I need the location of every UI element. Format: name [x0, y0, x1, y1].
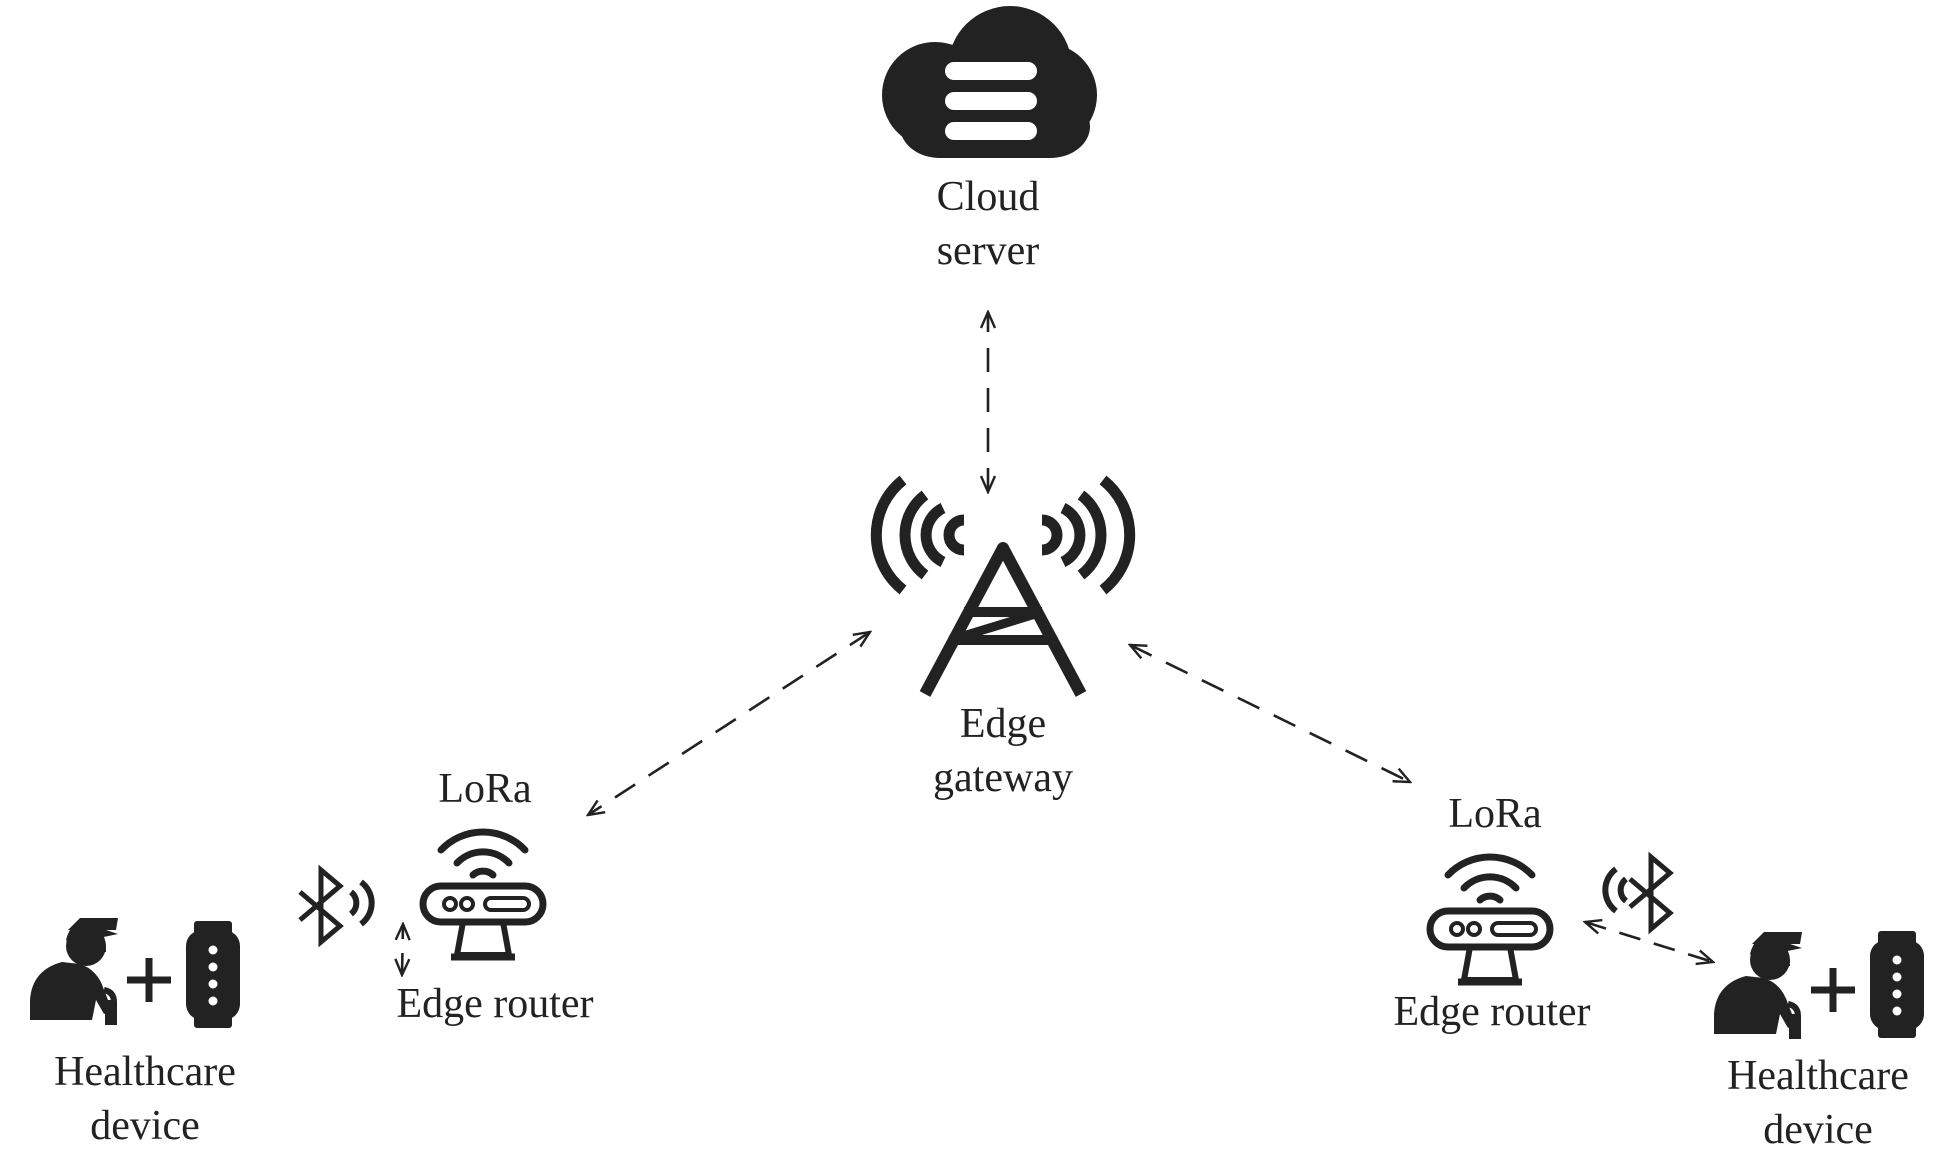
elderly-person-cane-icon [1714, 932, 1802, 1039]
wifi-router-icon [1426, 853, 1554, 986]
bluetooth-icon [1602, 851, 1674, 935]
link-gateway-router-right [1130, 645, 1410, 782]
cloud-database-icon [882, 6, 1097, 158]
smartwatch-icon [1870, 931, 1924, 1038]
bluetooth-icon [298, 864, 375, 948]
device-right-label: Healthcare device [1703, 1049, 1933, 1157]
radio-tower-icon [870, 475, 1136, 697]
plus-icon [127, 958, 171, 1002]
device-left-label-line2: device [90, 1103, 200, 1149]
link-router-left-device [402, 924, 403, 975]
router-left-protocol-label: LoRa [438, 766, 532, 812]
link-gateway-router-left [588, 632, 870, 815]
device-right-label-line1: Healthcare [1727, 1053, 1909, 1099]
wifi-router-icon [419, 828, 547, 961]
edge-gateway-label: Edge gateway [888, 697, 1118, 805]
cloud-server-label-line1: Cloud [936, 174, 1040, 220]
smartwatch-icon [186, 921, 240, 1028]
device-left-label-line1: Healthcare [54, 1049, 236, 1095]
plus-icon [1811, 968, 1855, 1012]
edge-gateway-label-line2: gateway [933, 755, 1073, 801]
device-right-label-line2: device [1763, 1107, 1873, 1153]
device-left-label: Healthcare device [30, 1045, 260, 1153]
elderly-person-cane-icon [30, 918, 118, 1025]
cloud-server-label-line2: server [936, 228, 1040, 274]
router-right-protocol-label: LoRa [1448, 791, 1542, 837]
router-right-name-label: Edge router [1393, 989, 1591, 1035]
router-left-name-label: Edge router [396, 981, 594, 1027]
link-router-right-device [1585, 922, 1713, 962]
cloud-server-label: Cloud server [888, 170, 1088, 278]
edge-gateway-label-line1: Edge [959, 701, 1047, 747]
